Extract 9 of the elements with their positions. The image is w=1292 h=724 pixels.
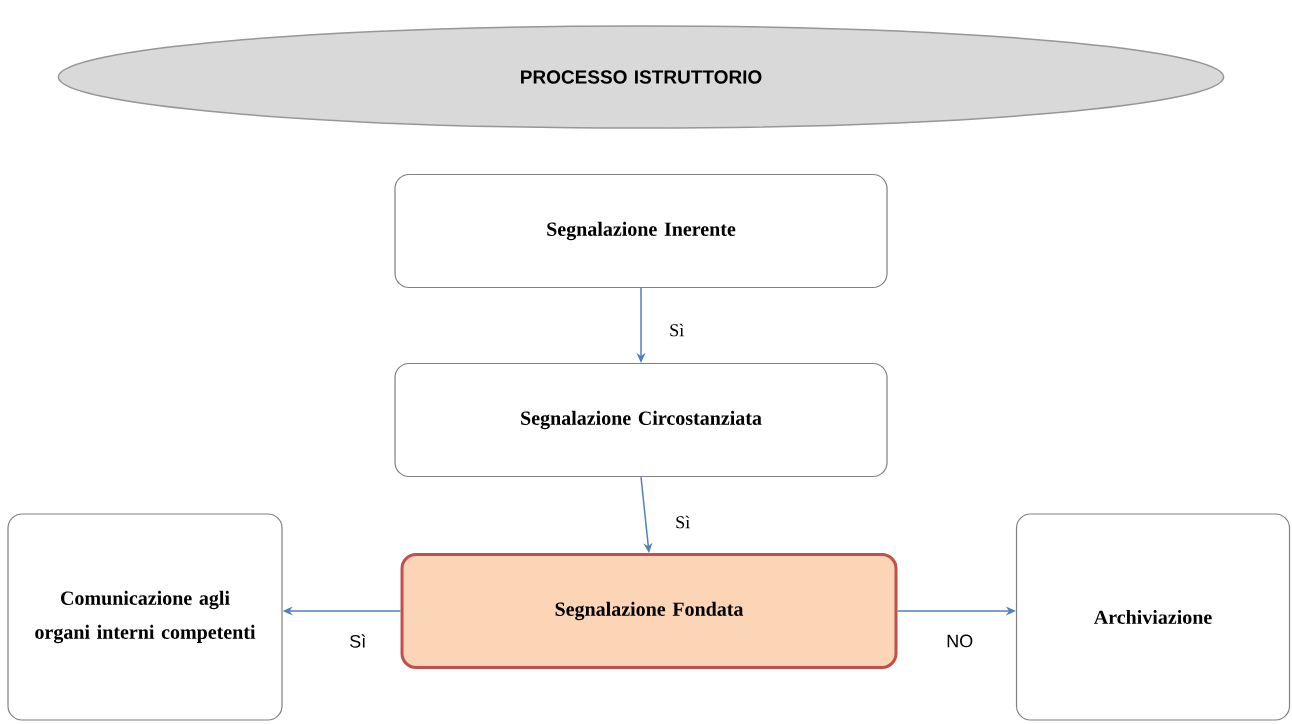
edge-label: NO	[945, 633, 975, 649]
process-box: Segnalazione Inerente	[394, 173, 888, 289]
process-box: Segnalazione Circostanziata	[394, 362, 888, 478]
edge-label: Sì	[674, 514, 692, 530]
edge-label: Sì	[348, 633, 368, 649]
edge-label: Sì	[668, 322, 686, 338]
process-box: Archiviazione	[1015, 513, 1291, 721]
decision-box: Segnalazione Fondata	[400, 553, 898, 669]
process-box: Comunicazione agli organi interni competenti	[7, 513, 283, 721]
